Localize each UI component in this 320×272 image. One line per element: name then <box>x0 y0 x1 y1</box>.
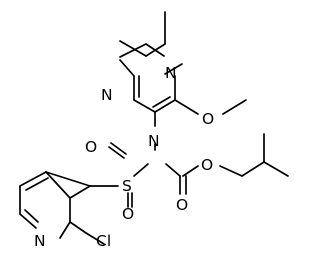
bond <box>241 161 265 177</box>
bond <box>85 232 105 245</box>
bond <box>69 221 87 234</box>
bond <box>19 171 47 187</box>
bond <box>219 165 243 177</box>
bond <box>119 43 147 58</box>
atom-o-carbamate-carbonyl: O <box>176 196 188 214</box>
bond <box>133 99 156 113</box>
bond <box>164 63 183 75</box>
bond <box>174 99 199 115</box>
bond <box>108 146 125 159</box>
bond <box>263 161 289 177</box>
atom-n-pyrazine-left: N <box>101 86 113 104</box>
bond <box>25 177 49 191</box>
atom-n-sulfonamide: N <box>148 132 160 150</box>
bond <box>45 171 91 187</box>
atom-o-sulfonyl-left: O <box>85 138 97 156</box>
bond <box>19 213 37 229</box>
bond <box>59 221 71 239</box>
bond <box>165 163 181 177</box>
bond <box>222 99 247 115</box>
atom-o-sulfonyl-bottom: O <box>122 205 134 223</box>
bond <box>119 59 135 77</box>
bond <box>110 142 127 155</box>
atom-o-carbamate-ester: O <box>201 156 213 174</box>
atom-cl: Cl <box>96 232 111 250</box>
bond <box>145 43 166 57</box>
atom-o-methoxy: O <box>202 110 214 128</box>
atom-n-pyrazine-top: N <box>165 64 177 82</box>
atom-s-sulfonyl: S <box>122 177 132 195</box>
bond <box>69 185 91 199</box>
bond <box>133 163 149 177</box>
bond <box>119 40 147 57</box>
bond <box>152 96 171 108</box>
bond <box>45 171 71 199</box>
bond <box>182 165 199 177</box>
atom-n-pyridine: N <box>34 232 46 250</box>
bond <box>154 99 176 113</box>
bond <box>24 209 39 223</box>
